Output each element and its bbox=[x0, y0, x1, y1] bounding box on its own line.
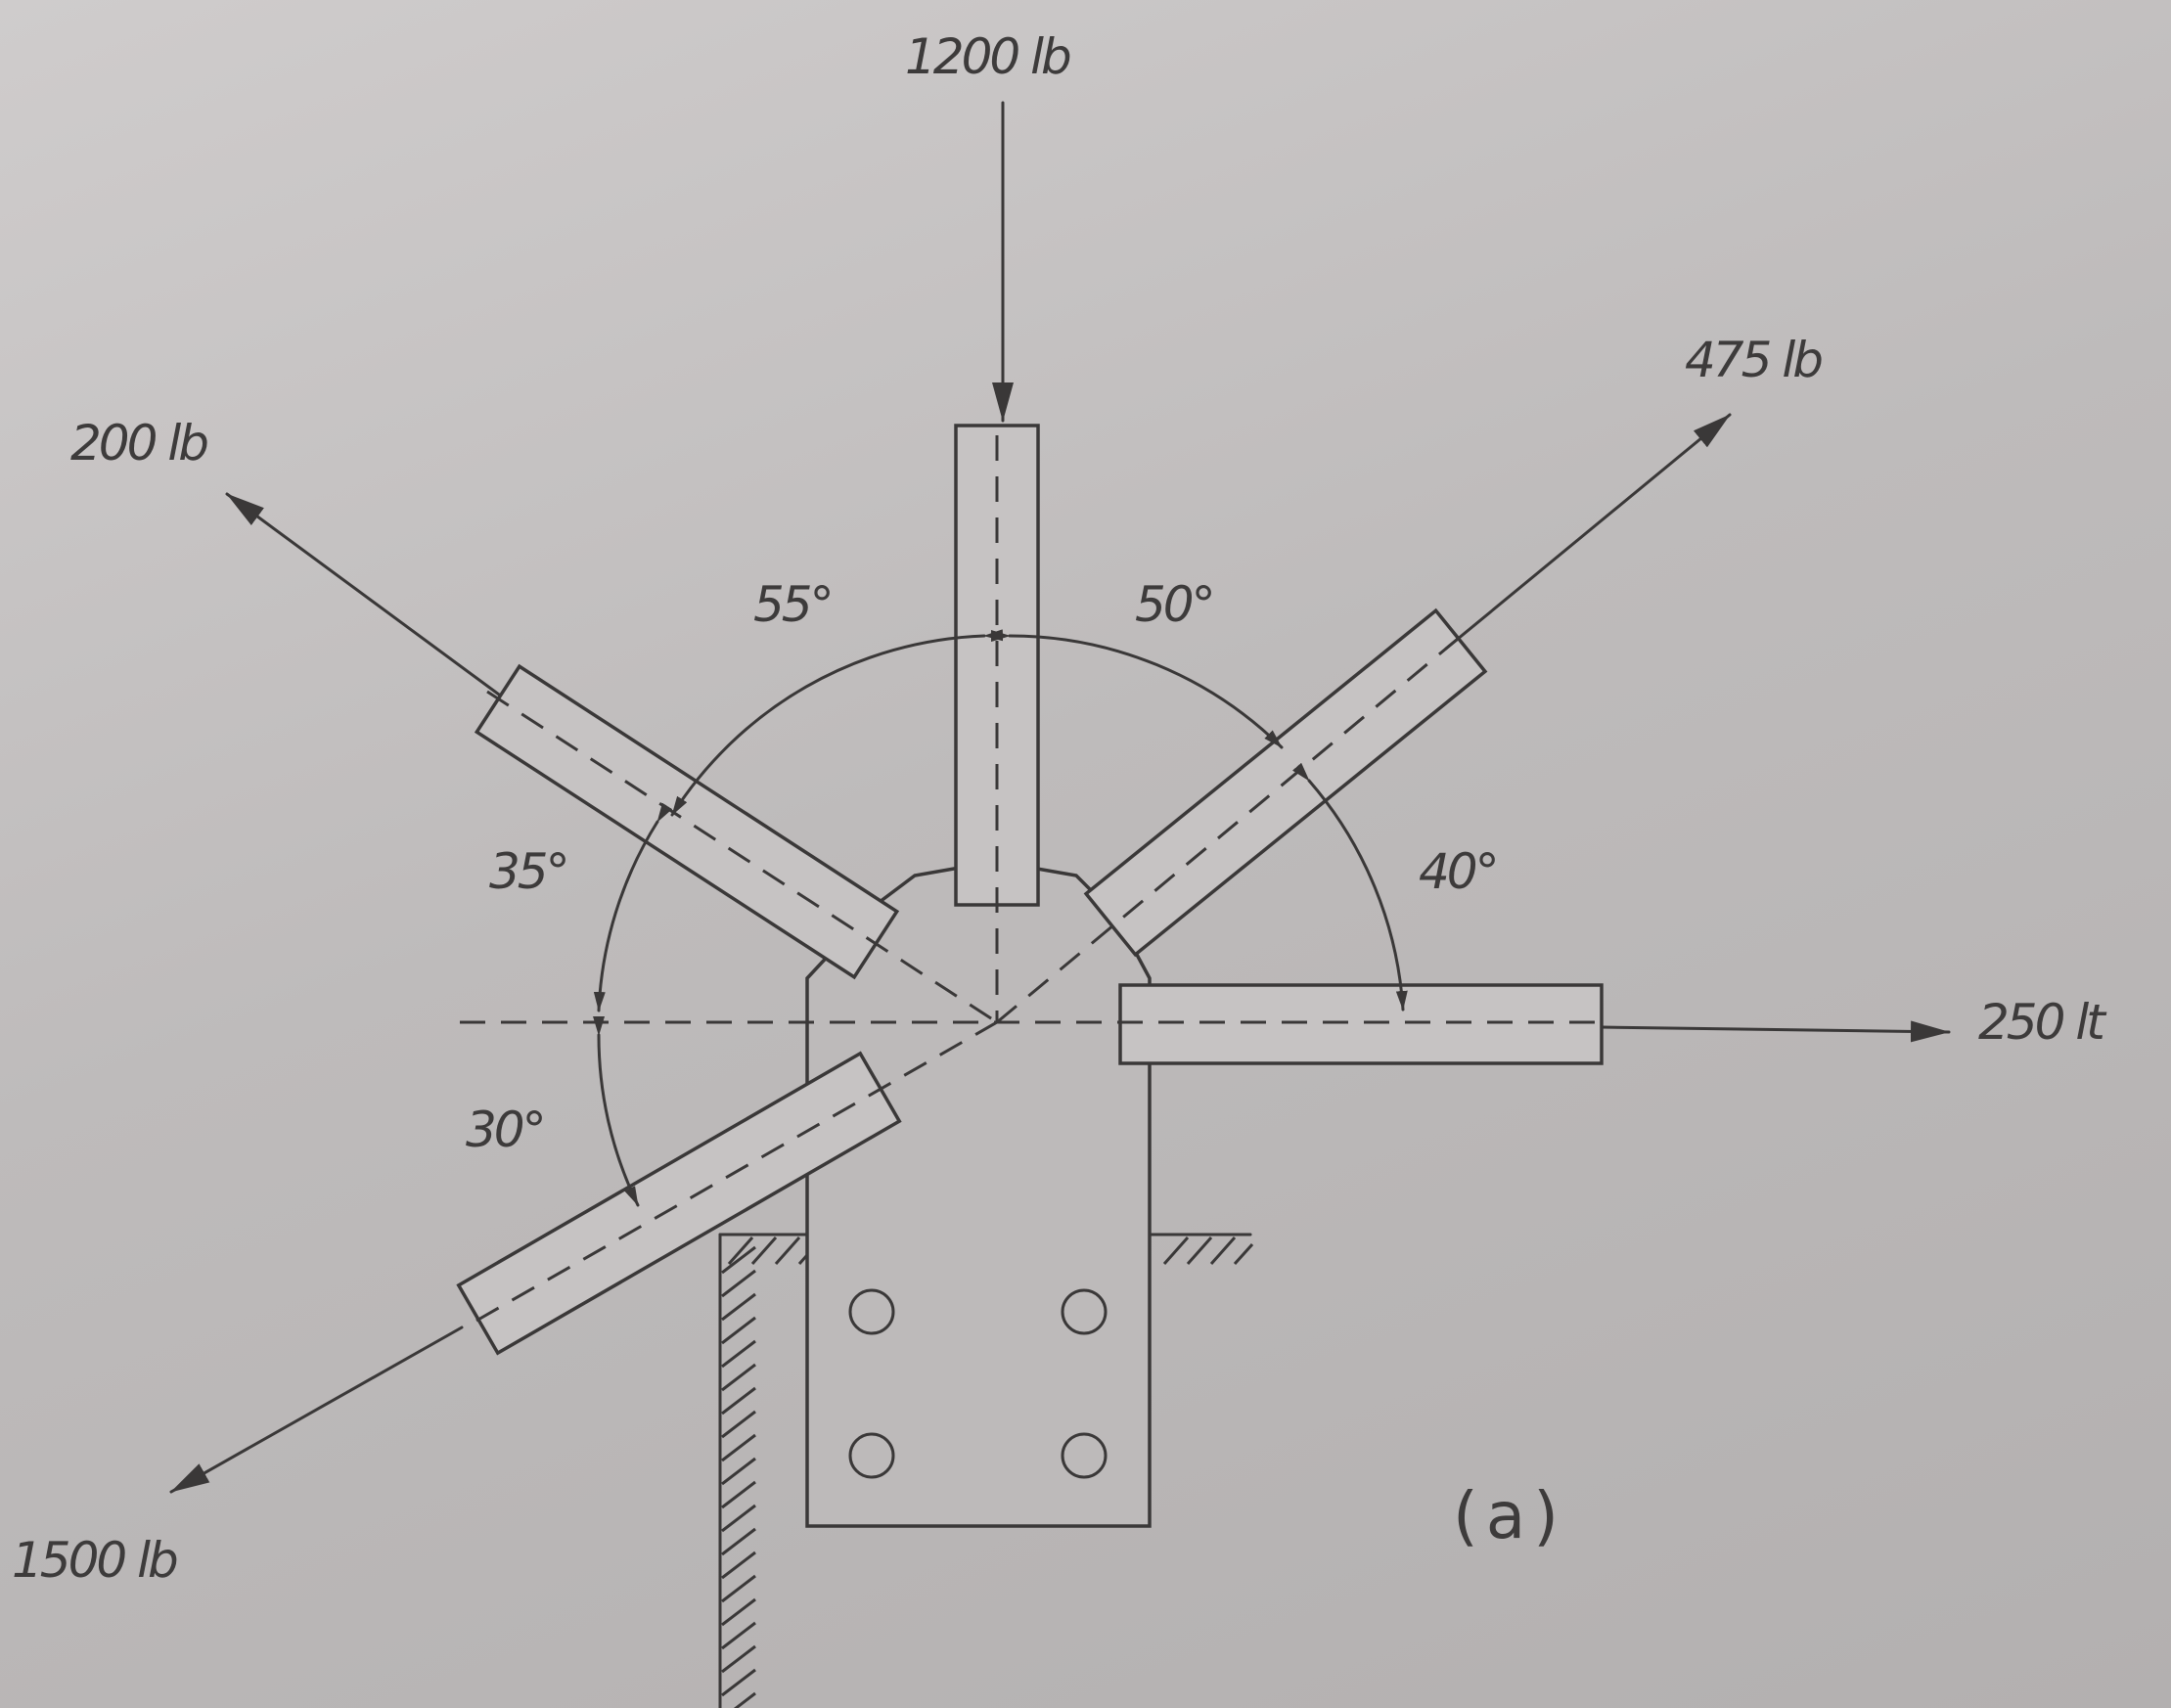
bolt-hole bbox=[1061, 1432, 1108, 1479]
angle-arc-40 bbox=[1292, 762, 1408, 1011]
force-arrow-1500 bbox=[169, 1326, 464, 1494]
wall-hatch-mark bbox=[721, 1597, 756, 1627]
wall-hatch-mark bbox=[733, 1691, 756, 1708]
bolt-hole bbox=[848, 1432, 895, 1479]
bolt-hole bbox=[848, 1288, 895, 1335]
member-250 bbox=[1118, 983, 1604, 1065]
label-200: 200 lb bbox=[70, 415, 207, 472]
wall-hatch-mark bbox=[721, 1316, 756, 1345]
wall-hatch-mark bbox=[721, 1574, 756, 1603]
angle-label-30: 30° bbox=[466, 1101, 544, 1158]
label-475: 475 lb bbox=[1685, 332, 1822, 388]
wall-hatch-mark bbox=[721, 1363, 756, 1392]
figure-label: (a) bbox=[1453, 1478, 1566, 1553]
wall-hatch-mark bbox=[721, 1410, 756, 1439]
force-arrow-475 bbox=[1444, 413, 1732, 651]
label-250: 250 lt bbox=[1978, 994, 2107, 1051]
wall-hatch-mark bbox=[721, 1551, 756, 1580]
angle-label-40: 40° bbox=[1419, 843, 1497, 900]
bolt-holes bbox=[848, 1288, 1108, 1479]
angle-label-50: 50° bbox=[1135, 576, 1213, 633]
angle-arc-50 bbox=[990, 630, 1284, 749]
wall-hatch-mark bbox=[721, 1527, 756, 1556]
force-arrows bbox=[169, 101, 1951, 1494]
wall-hatch-mark bbox=[721, 1480, 756, 1509]
wall-hatch-mark bbox=[721, 1269, 756, 1298]
wall-hatch-mark bbox=[721, 1668, 756, 1697]
wall-hatch-mark bbox=[727, 1236, 754, 1265]
wall-hatch-mark bbox=[721, 1245, 756, 1275]
wall-hatch-mark bbox=[721, 1433, 756, 1462]
wall-hatch-mark bbox=[721, 1504, 756, 1533]
angle-arcs bbox=[593, 629, 1408, 1207]
angle-arc-35 bbox=[593, 802, 673, 1012]
angle-arc-55 bbox=[670, 629, 1004, 817]
label-1200: 1200 lb bbox=[905, 28, 1070, 85]
wall-support bbox=[718, 1233, 1254, 1708]
wall-hatch-mark bbox=[721, 1621, 756, 1650]
wall-hatch-mark bbox=[721, 1339, 756, 1369]
wall-hatch-mark bbox=[721, 1386, 756, 1416]
wall-hatch-mark bbox=[721, 1457, 756, 1486]
member-200 bbox=[474, 663, 900, 980]
force-arrow-250 bbox=[1600, 1020, 1951, 1043]
wall-hatch-mark bbox=[721, 1292, 756, 1322]
wall-hatch-mark bbox=[750, 1236, 778, 1265]
angle-arc-30 bbox=[593, 1015, 640, 1207]
bolt-hole bbox=[1061, 1288, 1108, 1335]
wall-hatch-mark bbox=[721, 1644, 756, 1674]
force-arrow-200 bbox=[225, 492, 501, 697]
angle-label-55: 55° bbox=[753, 576, 832, 633]
label-1500: 1500 lb bbox=[12, 1532, 177, 1589]
wall-hatch-mark bbox=[774, 1236, 801, 1265]
angle-label-35: 35° bbox=[489, 843, 567, 900]
